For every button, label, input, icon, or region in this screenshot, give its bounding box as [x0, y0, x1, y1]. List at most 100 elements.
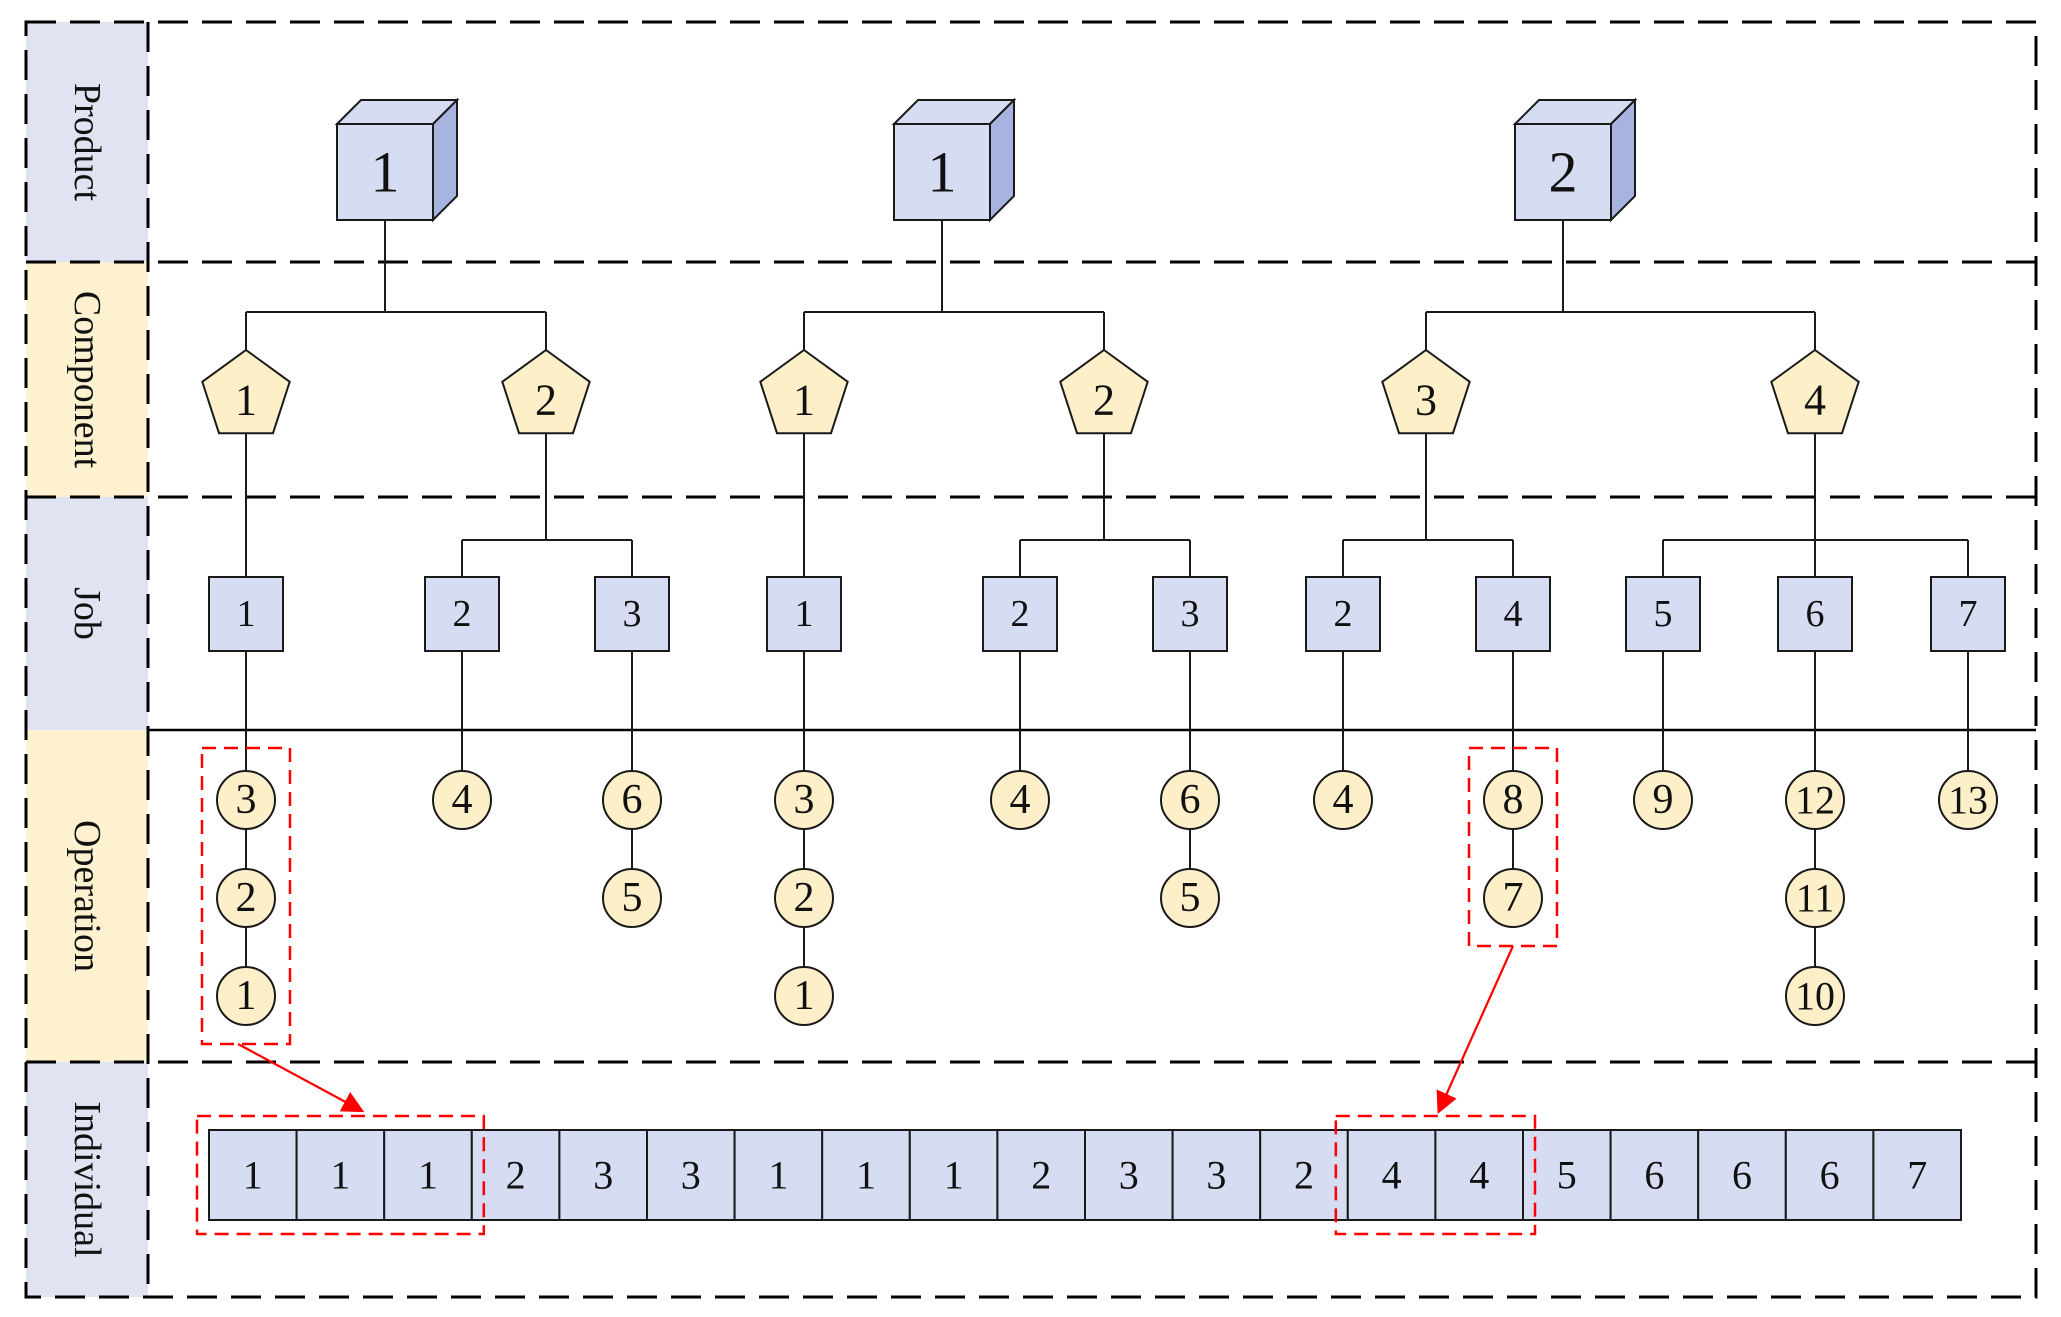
- product-node: 1: [891, 97, 1017, 223]
- gene-value: 3: [681, 1153, 701, 1198]
- gene-value: 2: [1294, 1153, 1314, 1198]
- operation-node: 13: [1938, 770, 1998, 830]
- gene-value: 1: [856, 1153, 876, 1198]
- gene-cell: 1: [295, 1129, 386, 1221]
- level-label-product: Product: [66, 83, 108, 202]
- operation-label: 13: [1948, 778, 1988, 823]
- gene-value: 3: [593, 1153, 613, 1198]
- operation-node: 2: [216, 868, 276, 928]
- operation-node: 11: [1785, 868, 1845, 928]
- gene-value: 1: [944, 1153, 964, 1198]
- operation-label: 10: [1795, 974, 1835, 1019]
- job-label: 1: [237, 593, 256, 635]
- gene-value: 7: [1907, 1153, 1927, 1198]
- job-label: 3: [623, 593, 642, 635]
- operation-node: 9: [1633, 770, 1693, 830]
- operation-node: 7: [1483, 868, 1543, 928]
- job-node: 1: [766, 576, 842, 652]
- gene-value: 6: [1820, 1153, 1840, 1198]
- job-node: 6: [1777, 576, 1853, 652]
- operation-node: 4: [432, 770, 492, 830]
- job-node: 2: [1305, 576, 1381, 652]
- job-node: 2: [424, 576, 500, 652]
- operation-label: 5: [1180, 875, 1201, 921]
- mapping-arrow: [1436, 945, 1515, 1115]
- gene-value: 1: [418, 1153, 438, 1198]
- operation-node: 3: [774, 770, 834, 830]
- operation-label: 6: [1180, 777, 1201, 823]
- component-node: 1: [201, 348, 291, 435]
- gene-value: 5: [1557, 1153, 1577, 1198]
- component-label: 1: [235, 376, 257, 425]
- operation-node: 6: [602, 770, 662, 830]
- gene-cell: 6: [1609, 1129, 1700, 1221]
- job-node: 4: [1475, 576, 1551, 652]
- level-label-product-bg: [26, 22, 148, 262]
- component-node: 3: [1381, 348, 1471, 435]
- job-node: 2: [982, 576, 1058, 652]
- operation-node: 6: [1160, 770, 1220, 830]
- level-label-individual: Individual: [66, 1101, 108, 1257]
- gene-highlight-box: [1334, 1114, 1537, 1236]
- gene-value: 4: [1469, 1153, 1489, 1198]
- gene-cell: 4: [1346, 1129, 1437, 1221]
- gene-value: 2: [1031, 1153, 1051, 1198]
- job-node: 3: [594, 576, 670, 652]
- gene-value: 4: [1382, 1153, 1402, 1198]
- operation-label: 12: [1795, 778, 1835, 823]
- operation-label: 1: [236, 973, 257, 1019]
- level-label-component: Component: [66, 291, 108, 469]
- level-label-job: Job: [66, 587, 108, 640]
- gene-cell: 7: [1872, 1129, 1963, 1221]
- job-label: 5: [1654, 593, 1673, 635]
- operation-label: 8: [1503, 777, 1524, 823]
- operation-label: 3: [794, 777, 815, 823]
- gene-cell: 1: [733, 1129, 824, 1221]
- operation-label: 9: [1653, 777, 1674, 823]
- operation-label: 1: [794, 973, 815, 1019]
- outer-frame: [24, 20, 2038, 1299]
- component-node: 2: [501, 348, 591, 435]
- product-label: 1: [928, 140, 957, 205]
- gene-cell: 6: [1784, 1129, 1875, 1221]
- operation-node: 5: [1160, 868, 1220, 928]
- operation-label: 6: [622, 777, 643, 823]
- operation-node: 5: [602, 868, 662, 928]
- product-node: 2: [1512, 97, 1638, 223]
- component-label: 2: [1093, 376, 1115, 425]
- job-label: 7: [1959, 593, 1978, 635]
- job-node: 7: [1930, 576, 2006, 652]
- operation-label: 11: [1796, 876, 1835, 921]
- gene-value: 6: [1732, 1153, 1752, 1198]
- gene-cell: 3: [646, 1129, 736, 1221]
- job-node: 3: [1152, 576, 1228, 652]
- component-node: 1: [759, 348, 849, 435]
- gene-cell: 4: [1434, 1129, 1525, 1221]
- component-label: 4: [1804, 376, 1826, 425]
- product-label: 1: [371, 140, 400, 205]
- gene-value: 1: [243, 1153, 263, 1198]
- gene-value: 3: [1119, 1153, 1139, 1198]
- job-label: 2: [453, 593, 472, 635]
- operation-node: 12: [1785, 770, 1845, 830]
- operation-label: 3: [236, 777, 257, 823]
- component-label: 3: [1415, 376, 1437, 425]
- gene-cell: 1: [208, 1129, 298, 1221]
- operation-node: 10: [1785, 966, 1845, 1026]
- job-node: 1: [208, 576, 284, 652]
- level-label-operation-bg: [26, 730, 148, 1062]
- gene-highlight-box: [195, 1114, 486, 1236]
- operation-node: 4: [990, 770, 1050, 830]
- gene-value: 2: [506, 1153, 526, 1198]
- job-label: 4: [1504, 593, 1523, 635]
- gene-cell: 1: [821, 1129, 911, 1221]
- job-label: 2: [1334, 593, 1353, 635]
- gene-cell: 5: [1522, 1129, 1612, 1221]
- component-node: 4: [1770, 348, 1860, 435]
- operation-node: 4: [1313, 770, 1373, 830]
- operation-label: 2: [236, 875, 257, 921]
- gene-cell: 2: [1259, 1129, 1349, 1221]
- operation-label: 7: [1503, 875, 1524, 921]
- mapping-arrow: [237, 1043, 365, 1113]
